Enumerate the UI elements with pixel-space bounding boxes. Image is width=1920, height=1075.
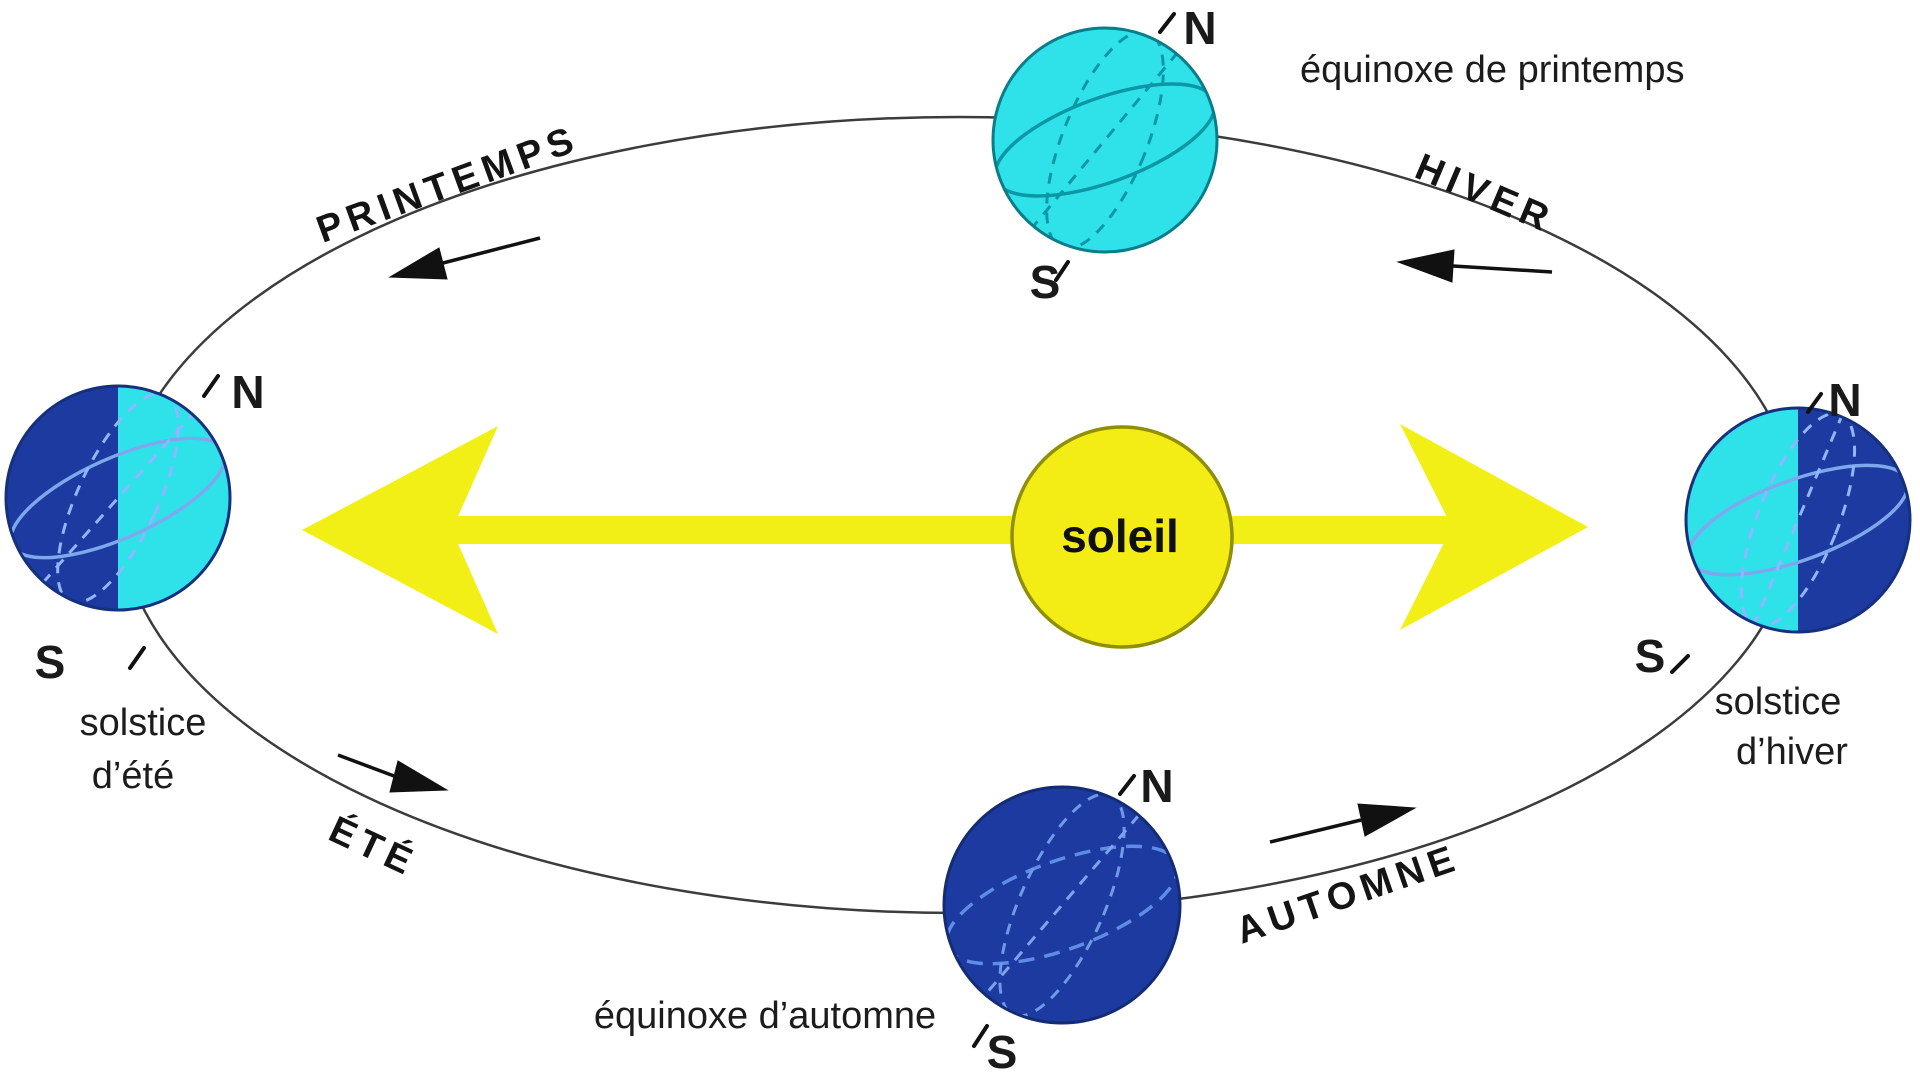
winter-solstice-label-line1: solstice [1715,681,1842,723]
globe-autumn-equinox [942,774,1182,1048]
season-label-winter: HIVER [1409,146,1560,242]
autumn-equinox-label: équinoxe d’automne [594,995,936,1037]
sun-label: soleil [1061,510,1179,562]
axis-tick-north [1158,12,1176,34]
summer-solstice-label-line1: solstice [80,702,207,744]
sun-ray-right-arrow [1230,424,1588,630]
season-label-autumn: AUTOMNE [1231,837,1465,953]
sun-ray-left-arrow [302,426,1015,634]
season-label-summer: ÉTÉ [323,807,425,886]
globe-summer-solstice [4,374,232,670]
axis-tick-north [1118,774,1136,796]
axis-tick-south [972,1024,989,1048]
sun-circle [1010,425,1234,649]
south-pole-label: S [35,636,66,688]
winter-solstice-label-line2: d’hiver [1736,731,1848,773]
orbit-direction-arrow-summer [337,753,449,793]
orbit-direction-arrow-spring [388,236,541,280]
globe-winter-solstice [1670,392,1912,674]
summer-solstice-label-line2: d’été [92,755,174,797]
orbit-direction-arrow-autumn [1269,803,1417,844]
axis-tick-south [1054,260,1070,282]
axis-tick-north [202,374,220,398]
axis-tick-north [1806,392,1823,414]
axis-tick-south [128,646,146,670]
south-pole-label: S [1635,630,1666,682]
north-pole-label: N [1828,374,1861,426]
south-pole-label: S [1030,256,1061,308]
north-pole-label: N [1140,760,1173,812]
south-pole-label: S [987,1026,1018,1075]
spring-equinox-label: équinoxe de printemps [1300,49,1684,91]
north-pole-label: N [1183,2,1216,54]
orbit-direction-arrow-winter [1396,249,1553,283]
season-label-spring: PRINTEMPS [311,118,584,252]
axis-tick-south [1670,654,1690,674]
north-pole-label: N [231,366,264,418]
